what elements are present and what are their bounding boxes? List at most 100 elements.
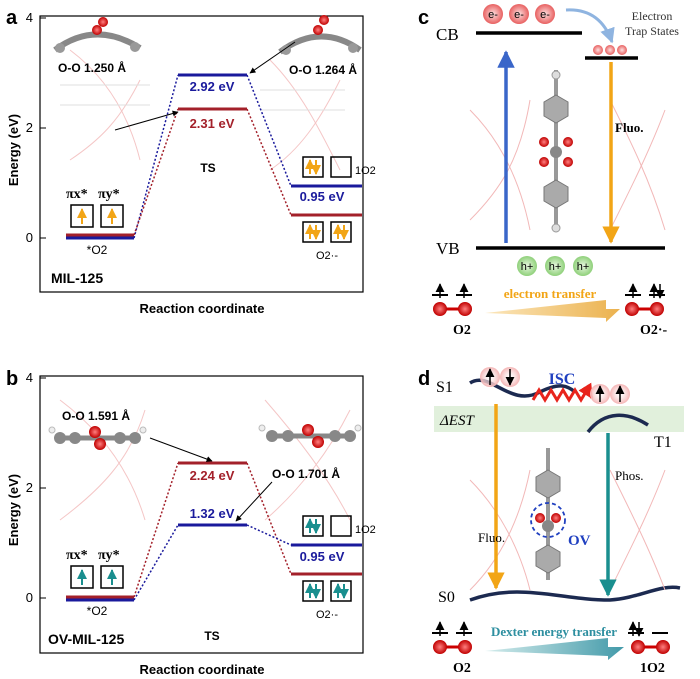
- oo-distance-left-a: O-O 1.250 Å: [58, 60, 126, 75]
- o2-after-c: [625, 283, 665, 316]
- s0-label: S0: [438, 589, 455, 606]
- ytick-a-2: 2: [26, 120, 33, 135]
- path-red-b: [133, 462, 292, 598]
- path-red-a: [133, 108, 292, 236]
- pointer-left-b: [149, 437, 213, 462]
- ytick-b-2: 2: [26, 480, 33, 495]
- oo-distance-left-b: O-O 1.591 Å: [62, 408, 130, 423]
- electron-transfer-arrow: [485, 300, 620, 322]
- o2-minus-label-c: O2·-: [640, 323, 668, 338]
- orbital-box-1-a: [70, 204, 94, 228]
- isc-arrow: [531, 382, 594, 403]
- electron-1: e-: [488, 9, 498, 21]
- ts-label-a: TS: [200, 161, 215, 175]
- hole-2: h+: [549, 261, 562, 273]
- adsorbed-o2-left-b: [48, 426, 147, 450]
- ov-label: OV: [568, 533, 591, 549]
- singlet-label-d: 1O2: [640, 661, 665, 676]
- o2-after-d: [628, 621, 670, 654]
- path-blue-a: [133, 74, 292, 239]
- trap-label-1: Electron: [632, 9, 673, 23]
- delta-est-band: [434, 406, 684, 432]
- trap-arrow: [565, 8, 615, 44]
- value-ts-red-a: 2.31 eV: [190, 116, 235, 131]
- pointer-right-b: [235, 481, 273, 522]
- panel-d: d ΔEST S1 S0 T1 ISC Fluo.: [418, 367, 684, 676]
- ytick-b-0: 0: [26, 590, 33, 605]
- xlabel-b: Reaction coordinate: [140, 662, 265, 677]
- linker-molecule-d: [530, 448, 566, 580]
- trap-label-2: Trap States: [625, 24, 679, 38]
- fluo-label-d: Fluo.: [478, 530, 505, 545]
- electron-dots: e- e- e-: [483, 4, 627, 55]
- value-singlet-b: 0.95 eV: [300, 549, 345, 564]
- panel-b-letter: b: [6, 368, 18, 390]
- s0-curve: [469, 585, 681, 602]
- vb-label: VB: [436, 239, 460, 258]
- orbital-px-b: πx*: [66, 548, 88, 563]
- hole-dots: h+ h+ h+: [517, 256, 593, 276]
- state-superoxide-a: O2·-: [316, 250, 338, 262]
- orbital-py-a: πy*: [98, 187, 120, 202]
- material-b: OV-MIL-125: [48, 631, 124, 647]
- path-blue-b: [133, 524, 292, 601]
- o2-before-d: [432, 621, 472, 654]
- adsorbed-o2-right-b: [258, 424, 362, 448]
- hole-3: h+: [577, 261, 590, 273]
- value-singlet-a: 0.95 eV: [300, 189, 345, 204]
- panel-a: a 4 2 0 Energy (eV) Reaction coordinate: [6, 7, 376, 316]
- state-left-b: *O2: [87, 604, 108, 618]
- t1-label: T1: [654, 434, 672, 451]
- hole-1: h+: [521, 261, 534, 273]
- value-ts-blue-a: 2.92 eV: [190, 79, 235, 94]
- orbital-py-b: πy*: [98, 548, 120, 563]
- panel-a-letter: a: [6, 7, 18, 29]
- panel-b: b 4 2 0 Energy (eV) Reaction coordinate: [6, 368, 376, 677]
- phos-label: Phos.: [615, 468, 644, 483]
- adsorbed-o2-right-a: [278, 15, 362, 55]
- plot-frame-b: [39, 375, 364, 654]
- s1-spin-pair: [480, 367, 520, 387]
- panel-d-letter: d: [418, 368, 430, 390]
- state-superoxide-b: O2·-: [316, 609, 338, 621]
- adsorbed-o2-left-a: [53, 17, 142, 53]
- oxygen-vacancy-circle: [530, 502, 566, 538]
- ytick-a-0: 0: [26, 230, 33, 245]
- orbital-box-1-b: [70, 565, 94, 589]
- plot-frame-a: [39, 15, 364, 293]
- isc-label: ISC: [549, 371, 576, 388]
- cb-label: CB: [436, 25, 459, 44]
- oo-distance-right-b: O-O 1.701 Å: [272, 466, 340, 481]
- state-singlet-a: 1O2: [355, 165, 376, 177]
- xlabel-a: Reaction coordinate: [140, 301, 265, 316]
- electron-2: e-: [514, 9, 524, 21]
- ytick-a-4: 4: [26, 10, 33, 25]
- dexter-arrow: [485, 638, 624, 660]
- ylabel-b: Energy (eV): [6, 474, 21, 546]
- pointer-right-a: [249, 41, 296, 74]
- linker-molecule-c: [539, 70, 573, 233]
- state-left-a: *O2: [87, 243, 108, 257]
- oo-distance-right-a: O-O 1.264 Å: [289, 62, 357, 77]
- material-a: MIL-125: [51, 270, 103, 286]
- panel-c-letter: c: [418, 7, 429, 29]
- fluo-label-c: Fluo.: [615, 120, 644, 135]
- electron-3: e-: [540, 9, 550, 21]
- value-ts-blue-b: 1.32 eV: [190, 506, 235, 521]
- mof-framework-d: [469, 469, 666, 591]
- orbital-box-2-a: [100, 204, 124, 228]
- t1-curve: [586, 413, 649, 434]
- t1-spin-pair: [590, 384, 630, 404]
- o2-label-c: O2: [453, 323, 471, 338]
- ts-label-b: TS: [204, 629, 219, 643]
- mof-framework-b: [59, 399, 351, 521]
- orbital-px-a: πx*: [66, 187, 88, 202]
- electron-transfer-label: electron transfer: [504, 286, 597, 301]
- panel-c: c CB VB e- e- e- Electron Trap States: [418, 4, 679, 338]
- mof-framework-a: [60, 49, 345, 171]
- orbital-box-2-b: [100, 565, 124, 589]
- value-ts-red-b: 2.24 eV: [190, 468, 235, 483]
- pointer-left-a: [114, 110, 179, 131]
- delta-est-label: ΔEST: [439, 413, 475, 429]
